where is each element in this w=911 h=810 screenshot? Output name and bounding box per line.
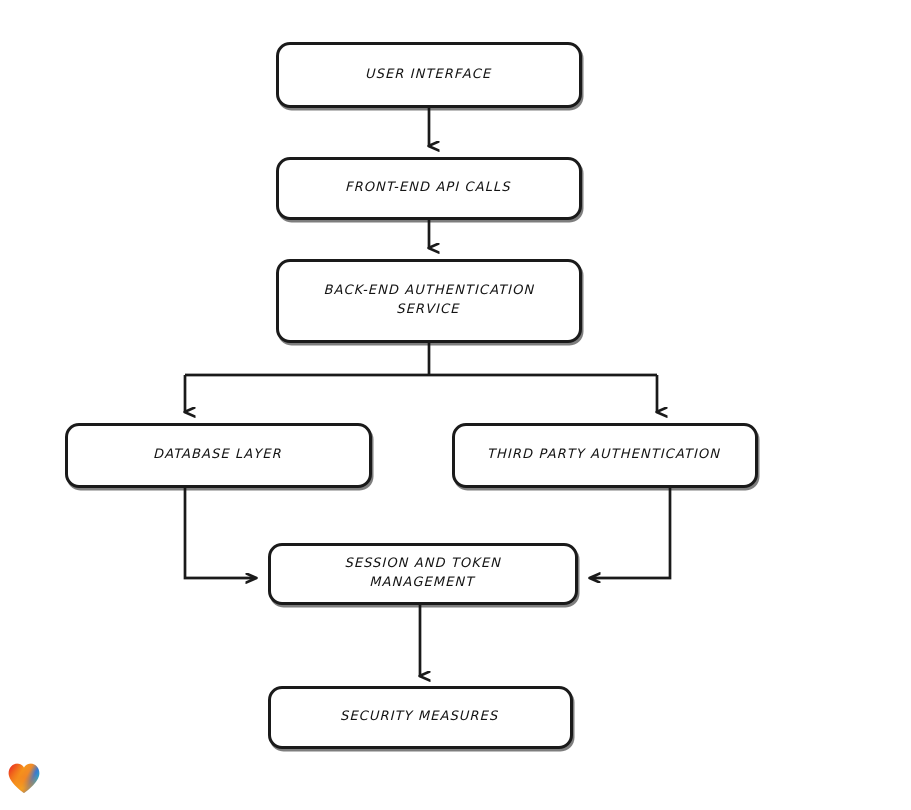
node-backend-authentication-service[interactable]: Back-End Authentication Service (276, 259, 582, 343)
node-user-interface-label: User Interface (365, 66, 493, 82)
heart-icon (8, 763, 40, 793)
node-session-and-token-management[interactable]: Session and Token Management (268, 543, 578, 605)
node-backend-authentication-service-label: Back-End Authentication Service (323, 283, 536, 317)
node-user-interface[interactable]: User Interface (276, 42, 582, 108)
node-security-measures-label: Security Measures (341, 709, 501, 725)
node-third-party-authentication-label: Third Party Authentication (488, 447, 722, 463)
node-security-measures[interactable]: Security Measures (268, 686, 573, 749)
node-third-party-authentication[interactable]: Third Party Authentication (452, 423, 758, 488)
node-frontend-api-calls-label: Front-End API Calls (345, 180, 513, 196)
edge-thirdparty-to-session (590, 488, 672, 578)
node-frontend-api-calls[interactable]: Front-End API Calls (276, 157, 582, 220)
node-session-and-token-management-label: Session and Token Management (344, 556, 503, 590)
node-database-layer[interactable]: Database Layer (65, 423, 372, 488)
node-database-layer-label: Database Layer (153, 447, 284, 463)
edge-database-to-session (183, 488, 256, 578)
